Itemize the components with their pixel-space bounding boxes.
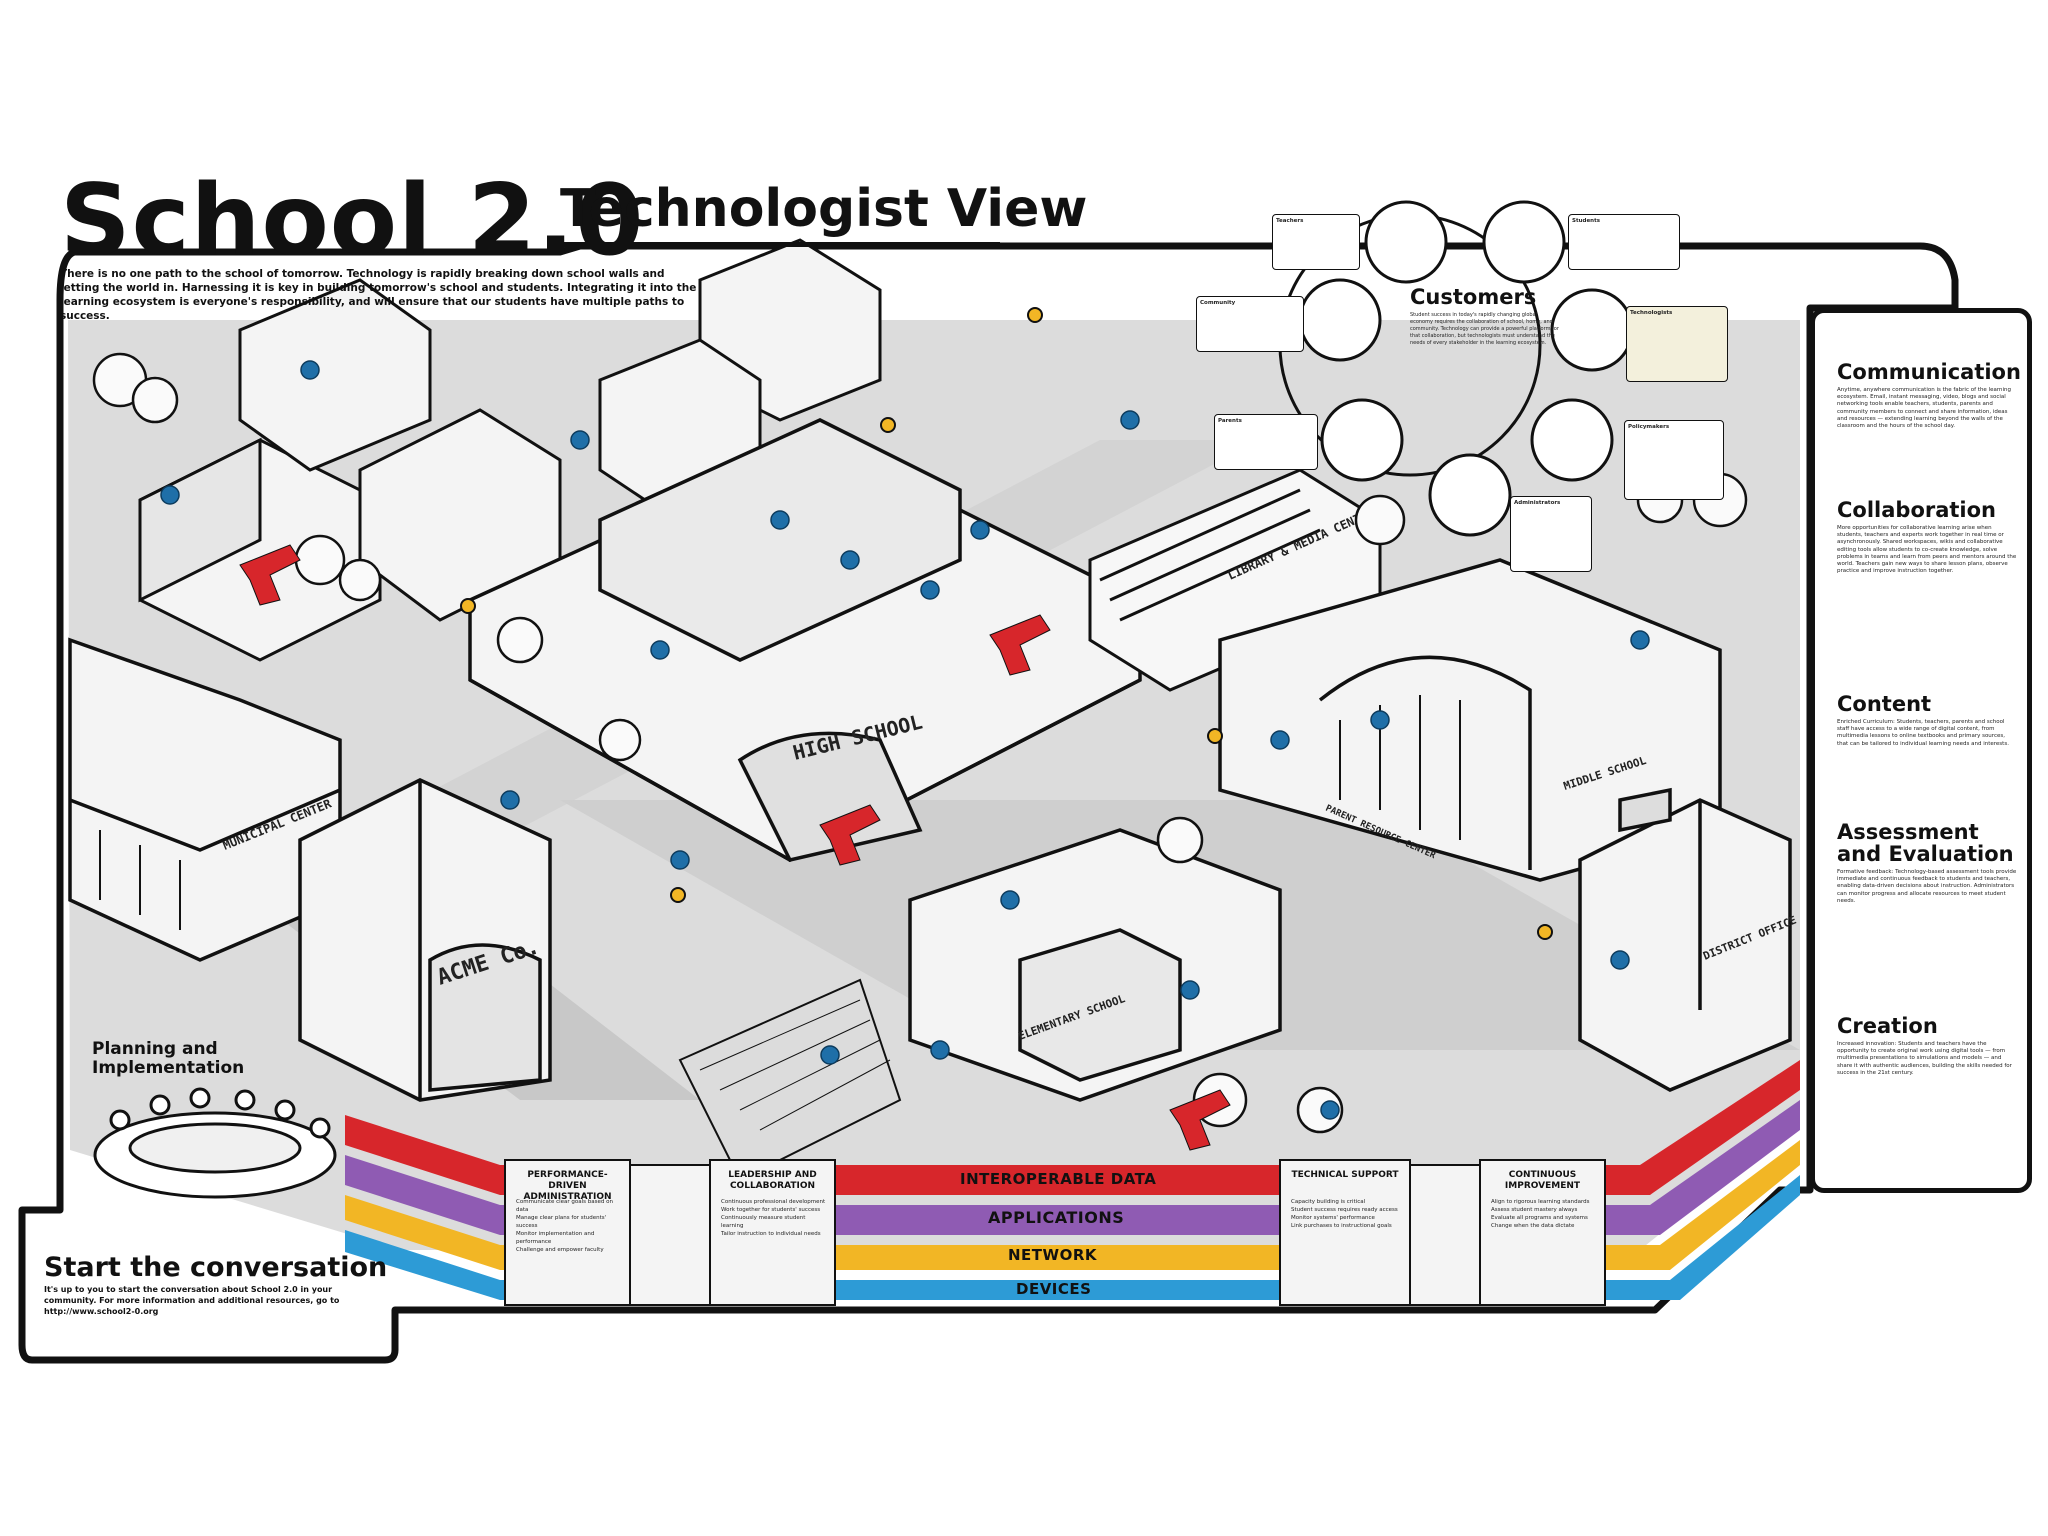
band-applications: APPLICATIONS [988,1208,1125,1227]
capability-body: Increased innovation: Students and teach… [1837,1041,2012,1076]
column-heading-administration: PERFORMANCE-DRIVEN ADMINISTRATION [523,1170,612,1202]
poster-frame [18,242,1959,1364]
role-technologists: Technologists [1626,306,1728,382]
capability-heading: Collaboration [1837,498,1997,522]
role-administrators: Administrators [1510,496,1592,572]
role-policymakers: Policymakers [1624,420,1724,500]
role-parents: Parents [1214,414,1318,470]
capabilities-panel: Communication Anytime, anywhere communic… [1810,308,2032,1193]
poster-title: School 2.0 [60,164,645,278]
band-network: NETWORK [1008,1246,1098,1264]
band-devices: DEVICES [1016,1280,1092,1298]
planning-table [93,1087,337,1199]
middle-school-building [1218,558,1722,882]
technology-device-icons [160,360,1650,1120]
capability-body: Formative feedback: Technology-based ass… [1837,869,2017,904]
column-heading-leadership: LEADERSHIP AND COLLABORATION [728,1170,817,1191]
poster-subtitle: Technologist View [560,179,1088,239]
column-heading-technical-support: TECHNICAL SUPPORT [1291,1170,1399,1180]
start-heading: Start the conversation [44,1252,388,1283]
customers-ring [1278,200,1634,537]
capability-assessment: Assessment and Evaluation Formative feed… [1837,821,2017,905]
capability-body: More opportunities for collaborative lea… [1837,525,2017,575]
band-column-panels [504,1159,1606,1306]
capability-heading: Creation [1837,1014,1938,1038]
capability-body: Enriched Curriculum: Students, teachers,… [1837,719,2009,747]
houses-top-left [138,238,882,662]
role-community: Community [1196,296,1304,352]
capability-body: Anytime, anywhere communication is the f… [1837,387,2011,430]
street-lamps [460,307,1553,940]
capability-content: Content Enriched Curriculum: Students, t… [1837,693,2017,748]
capability-communication: Communication Anytime, anywhere communic… [1837,360,2021,430]
planning-label: Planning and Implementation [92,1039,245,1078]
intro-text: There is no one path to the school of to… [60,268,697,322]
role-teachers: Teachers [1272,214,1360,270]
start-body: It's up to you to start the conversation… [44,1285,340,1316]
capability-heading: Content [1837,692,1932,716]
district-office-building [1578,787,1792,1092]
acme-building [298,778,552,1102]
capability-heading: Communication [1837,360,2021,384]
role-students: Students [1568,214,1680,270]
playground-fence [678,978,902,1182]
entrance-markers [239,544,1231,1151]
infrastructure-bands [345,1060,1800,1300]
capability-creation: Creation Increased innovation: Students … [1837,1015,2017,1077]
capability-heading: Assessment and Evaluation [1837,820,2014,866]
column-heading-continuous-improvement: CONTINUOUS IMPROVEMENT [1504,1170,1581,1191]
customers-label: Customers [1410,285,1537,309]
capability-collaboration: Collaboration More opportunities for col… [1837,499,2017,575]
band-interoperable-data: INTEROPERABLE DATA [960,1170,1157,1188]
title-underline [555,242,1000,247]
high-school-building [468,418,1142,863]
customers-body: Student success in today's rapidly chang… [1410,312,1559,346]
